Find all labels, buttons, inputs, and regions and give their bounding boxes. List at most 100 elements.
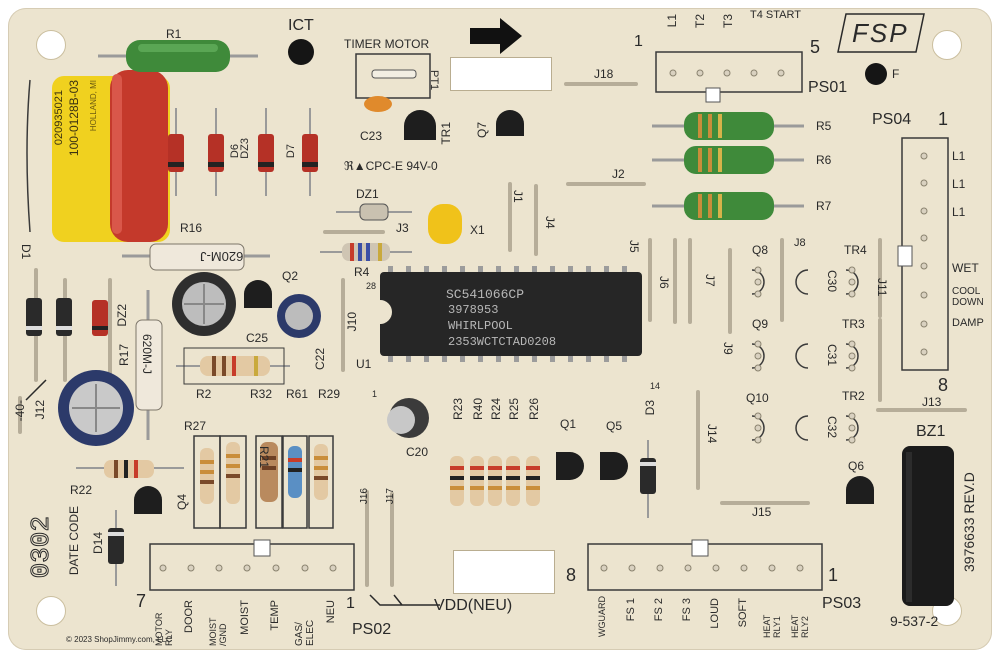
ps01-label: PS01 xyxy=(808,79,848,96)
ps01-pin5-number: 5 xyxy=(810,37,821,57)
r16-body-text: 620M-J xyxy=(200,249,244,264)
refdes-dz3: DZ3 xyxy=(239,138,251,159)
ps03-pin-soft: SOFT xyxy=(737,598,749,628)
board-cutout-top xyxy=(450,57,552,91)
refdes-j7: J7 xyxy=(703,274,717,287)
refdes-j15: J15 xyxy=(752,505,772,519)
ps02-pin7-number: 7 xyxy=(136,591,147,611)
ps04-pin-l1-b: L1 xyxy=(952,177,966,191)
ps04-pin-l1-a: L1 xyxy=(952,149,966,163)
refdes-j8: J8 xyxy=(794,237,806,249)
timer-cap-line2: 100-0128B-03 xyxy=(67,80,81,157)
refdes-q9: Q9 xyxy=(752,317,769,331)
refdes-dz1: DZ1 xyxy=(356,187,379,201)
refdes-j14: J14 xyxy=(705,424,719,444)
ps03-pin-fs2: FS 2 xyxy=(653,598,665,622)
refdes-j4: J4 xyxy=(543,216,557,229)
refdes-r29: R29 xyxy=(318,387,341,401)
refdes-j2: J2 xyxy=(612,167,625,181)
refdes-c32: C32 xyxy=(825,416,839,439)
ict-label: ICT xyxy=(288,17,314,34)
refdes-r61: R61 xyxy=(286,387,309,401)
refdes-j10: J10 xyxy=(345,312,359,332)
refdes-q6: Q6 xyxy=(848,459,865,473)
ps02-pin-motor-rly: MOTOR RLY xyxy=(154,612,174,646)
ps03-pin-fs1: FS 1 xyxy=(625,598,637,622)
ps04-pin-l1-c: L1 xyxy=(952,205,966,219)
refdes-q4: Q4 xyxy=(175,494,189,511)
refdes-j18: J18 xyxy=(594,67,614,81)
refdes-r26: R26 xyxy=(527,398,541,421)
refdes-j3: J3 xyxy=(396,221,409,235)
ps03-label: PS03 xyxy=(822,595,862,612)
ps04-pin-damp: DAMP xyxy=(952,317,984,329)
refdes-tr4: TR4 xyxy=(844,243,867,257)
refdes-c23: C23 xyxy=(360,129,383,143)
refdes-r21: R21 xyxy=(257,446,271,469)
refdes-j5: J5 xyxy=(627,240,641,253)
ps03-pin-loud: LOUD xyxy=(709,598,721,629)
refdes-r17: R17 xyxy=(117,344,131,367)
ps02-pin-moist-gnd: MOIST /GND xyxy=(208,617,228,646)
refdes-r7: R7 xyxy=(816,199,832,213)
fsp-logo: FSP xyxy=(852,18,909,48)
mounting-hole-top-right xyxy=(932,30,962,60)
refdes-d14: D14 xyxy=(91,532,105,555)
mounting-hole-top-left xyxy=(36,30,66,60)
credit-text: © 2023 ShopJimmy.com, LLC xyxy=(66,635,172,644)
refdes-j6: J6 xyxy=(657,276,671,289)
date-code-label: DATE CODE xyxy=(67,506,81,576)
refdes-r6: R6 xyxy=(816,153,832,167)
f-mark: F xyxy=(892,67,900,81)
ps04-pin-wet: WET xyxy=(952,261,979,275)
refdes-r40: R40 xyxy=(471,398,485,421)
ps02-pin-neu: NEU xyxy=(325,600,337,624)
ps04-label: PS04 xyxy=(872,111,912,128)
refdes-j11: J11 xyxy=(875,278,889,297)
refdes-r27: R27 xyxy=(184,419,207,433)
timer-cap-line3: 020935021 xyxy=(53,90,65,146)
ps03-pin-wguard: WGUARD xyxy=(597,596,607,637)
ps02-pin1-number: 1 xyxy=(346,595,355,612)
ps02-pin-door: DOOR xyxy=(183,600,195,633)
refdes-c31: C31 xyxy=(825,344,839,367)
refdes-q2: Q2 xyxy=(282,269,299,283)
u1-label: U1 xyxy=(356,357,372,371)
ps01-pin-t3: T3 xyxy=(721,14,735,29)
refdes-tr2: TR2 xyxy=(842,389,865,403)
refdes-q5: Q5 xyxy=(606,419,623,433)
refdes-j12: J12 xyxy=(33,400,47,420)
refdes-q10: Q10 xyxy=(746,391,769,405)
chip-line4: 2353WCTCTAD0208 xyxy=(448,335,557,349)
pt1-label: PT1 xyxy=(428,70,440,91)
refdes-d7: D7 xyxy=(285,144,297,159)
refdes-r1: R1 xyxy=(166,27,182,41)
refdes-q1: Q1 xyxy=(560,417,577,431)
refdes-d1: D1 xyxy=(19,244,33,260)
ps03-pin-heat-rly1: HEAT RLY1 xyxy=(762,614,782,638)
refdes-tr1: TR1 xyxy=(439,122,453,145)
refdes-q8: Q8 xyxy=(752,243,769,257)
ps01-pin1-number: 1 xyxy=(634,33,643,50)
chip-line1: SC541066CP xyxy=(446,287,525,302)
ps02-pin-moist: MOIST xyxy=(239,600,251,635)
refdes-c25: C25 xyxy=(246,331,269,345)
refdes-c20: C20 xyxy=(406,445,429,459)
ps03-pin1-number: 1 xyxy=(828,565,839,585)
ps04-pin1-number: 1 xyxy=(938,109,949,129)
refdes-r4: R4 xyxy=(354,265,370,279)
refdes-r25: R25 xyxy=(507,398,521,421)
ps01-pin-l1: L1 xyxy=(665,14,679,28)
timer-cap-line1: HOLLAND, MI xyxy=(89,80,98,132)
right-part-number: 3976633 REV.D xyxy=(961,472,977,572)
ps02-pin-gas-elec: GAS/ ELEC xyxy=(294,619,316,646)
m40-mark: -40- xyxy=(13,400,27,422)
ps04-pin8-number: 8 xyxy=(938,375,949,395)
ps03-pin-fs3: FS 3 xyxy=(681,598,693,622)
ps01-pin-t2: T2 xyxy=(693,14,707,29)
bottom-part-number: 9-537-2 xyxy=(890,613,939,629)
refdes-r24: R24 xyxy=(489,398,503,421)
refdes-q7: Q7 xyxy=(475,122,489,139)
refdes-r23: R23 xyxy=(451,398,465,421)
